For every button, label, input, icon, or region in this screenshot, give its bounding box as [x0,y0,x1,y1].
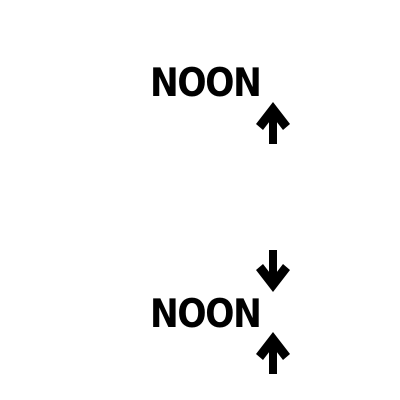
noon-label-top: NOON [150,61,262,106]
arrow-up-icon [254,100,292,146]
arrow-down-icon [254,248,292,294]
noon-label-bottom: NOON [150,292,262,337]
arrow-up-icon [254,330,292,376]
